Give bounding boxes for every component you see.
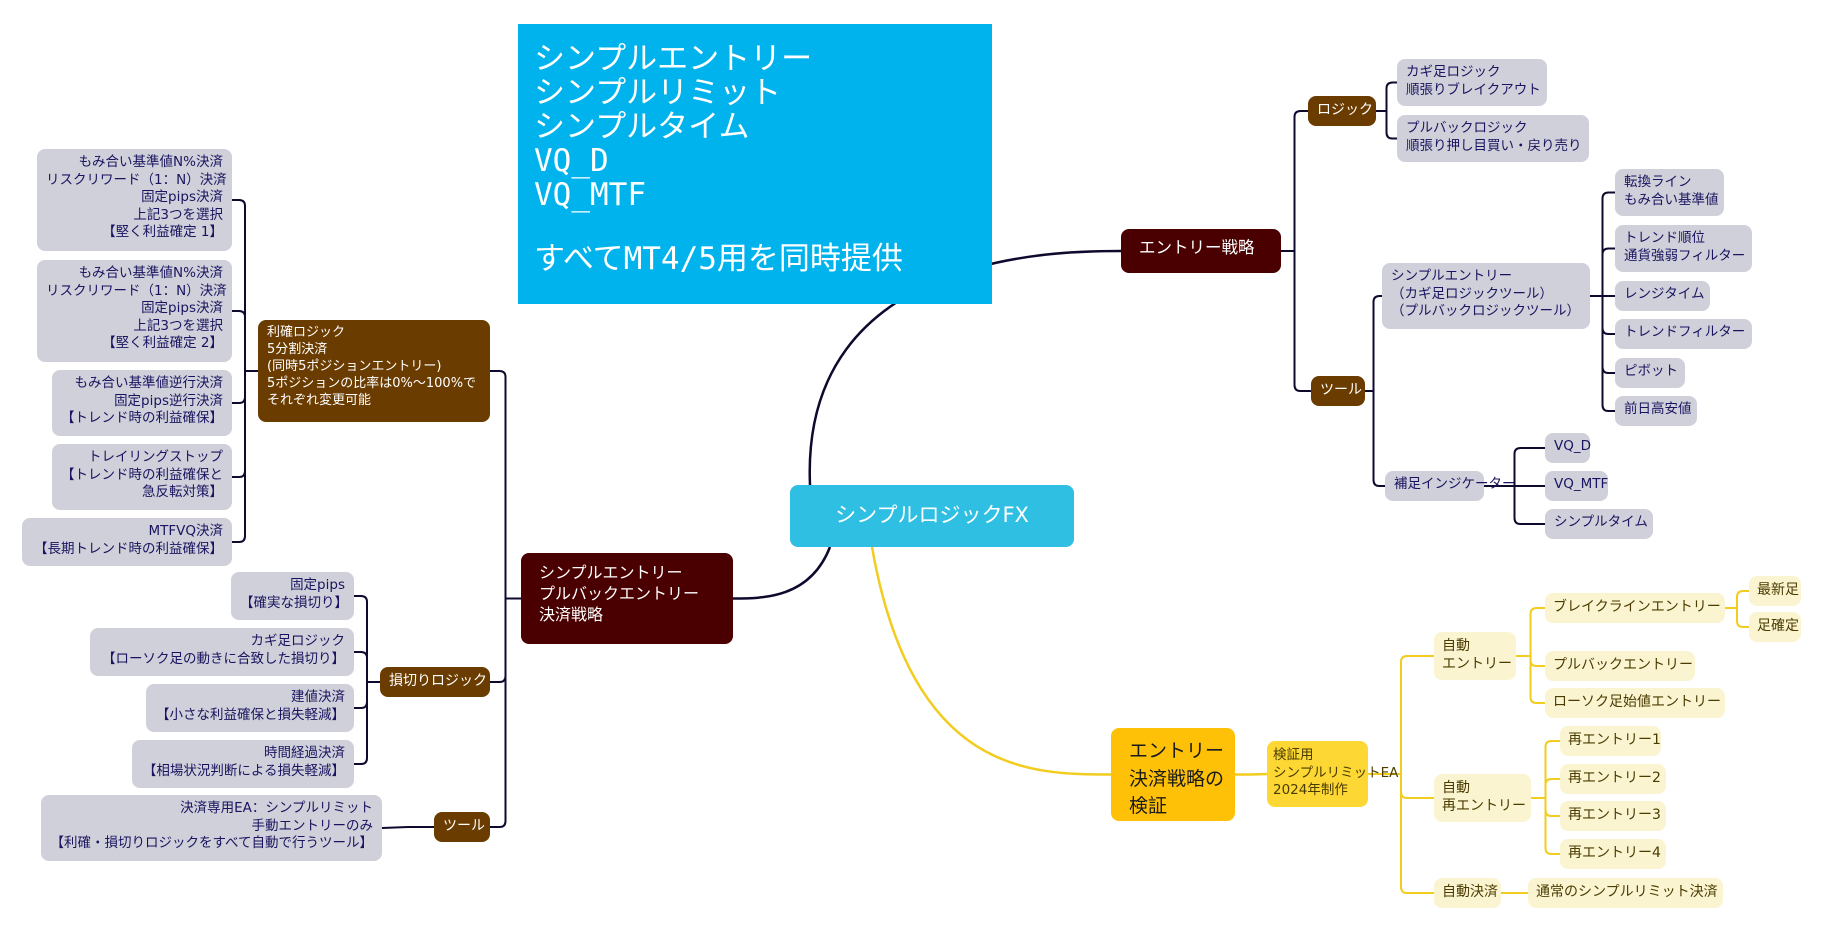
reentry-item[interactable]: 再エントリー2: [1560, 764, 1666, 794]
connector-line: [1372, 295, 1382, 391]
breakline-entry-node[interactable]: ブレイクラインエントリー: [1545, 593, 1725, 623]
banner-line: シンプルリミット: [534, 75, 782, 111]
connector-line: [490, 598, 507, 683]
connector-line: [1601, 191, 1615, 296]
connector-line: [232, 371, 246, 478]
banner-footer: すべてMT4/5用を同時提供: [534, 241, 903, 277]
take-profit-item[interactable]: MTFVQ決済 【長期トレンド時の利益確保】: [22, 518, 232, 566]
logic-item[interactable]: カギ足ロジック 順張りブレイクアウト: [1397, 59, 1547, 106]
connector-line: [1544, 740, 1560, 798]
verification-node[interactable]: エントリー 決済戦略の 検証: [1111, 728, 1235, 821]
connector-line: [354, 595, 368, 682]
indicator-item[interactable]: VQ_D: [1545, 433, 1591, 463]
connector-line: [1544, 778, 1560, 798]
logic-item[interactable]: プルバックロジック 順張り押し目買い・戻り売り: [1397, 115, 1589, 162]
banner-spacer: [534, 212, 976, 242]
entry-tools-node[interactable]: ツール: [1311, 376, 1365, 406]
indicator-item[interactable]: シンプルタイム: [1545, 509, 1653, 539]
auto-reentry-node[interactable]: 自動 再エントリー: [1434, 774, 1531, 822]
stop-loss-item[interactable]: カギ足ロジック 【ローソク足の動きに合致した損切り】: [90, 628, 354, 676]
reentry-item[interactable]: 再エントリー3: [1560, 801, 1666, 831]
connector-line: [232, 371, 246, 404]
connector-line: [1601, 247, 1615, 296]
exit-tool-item[interactable]: 決済専用EA：シンプルリミット 手動エントリーのみ 【利確・損切りロジックをすべ…: [41, 795, 382, 861]
auto-entry-item[interactable]: ローソク足始値エントリー: [1545, 688, 1725, 718]
banner-line: VQ_MTF: [534, 177, 646, 213]
simple-entry-item[interactable]: トレンド順位 通貨強弱フィルター: [1615, 225, 1752, 272]
connector-line: [1529, 656, 1545, 667]
exit-strategy-node[interactable]: シンプルエントリー プルバックエントリー 決済戦略: [521, 553, 733, 644]
product-banner: シンプルエントリー シンプルリミット シンプルタイム VQ_D VQ_MTF す…: [518, 24, 992, 304]
connector-line: [1385, 81, 1397, 111]
stop-loss-item[interactable]: 建値決済 【小さな利益確保と損失軽減】: [146, 684, 354, 732]
logic-node[interactable]: ロジック: [1308, 96, 1376, 126]
connector-line: [1529, 656, 1545, 704]
auto-exit-item[interactable]: 通常のシンプルリミット決済: [1528, 878, 1723, 908]
auto-entry-item[interactable]: プルバックエントリー: [1545, 651, 1695, 681]
connector-line: [1372, 391, 1385, 487]
stop-loss-item[interactable]: 固定pips 【確実な損切り】: [231, 572, 354, 620]
reentry-item[interactable]: 再エントリー4: [1560, 839, 1666, 869]
connector-line: [232, 199, 246, 371]
connector-line: [1400, 655, 1434, 774]
stop-loss-item[interactable]: 時間経過決済 【相場状況判断による損失軽減】: [132, 740, 354, 788]
connector-line: [1529, 607, 1545, 656]
simple-entry-item[interactable]: 前日高安値: [1615, 396, 1697, 426]
connector-line: [1250, 772, 1268, 776]
connector-line: [1293, 251, 1311, 392]
banner-line: シンプルタイム: [534, 109, 750, 145]
connector-line: [1400, 774, 1434, 799]
exit-tools-node[interactable]: ツール: [434, 812, 490, 842]
connector-line: [1513, 447, 1545, 486]
root-to-verification-line: [870, 546, 1112, 776]
root-to-exit-line: [732, 546, 832, 600]
connector-line: [1513, 486, 1545, 525]
connector-line: [1601, 296, 1615, 335]
connector-line: [1601, 296, 1615, 412]
connector-line: [1544, 798, 1560, 855]
connector-line: [1544, 798, 1560, 817]
breakline-option[interactable]: 足確定: [1749, 612, 1801, 642]
connector-line: [232, 310, 246, 371]
connector-line: [1400, 774, 1434, 894]
connector-line: [381, 826, 409, 829]
connector-line: [1293, 110, 1308, 251]
connector-line: [354, 682, 368, 765]
reentry-item[interactable]: 再エントリー1: [1560, 726, 1661, 756]
root-node[interactable]: シンプルロジックFX: [790, 485, 1074, 547]
take-profit-node[interactable]: 利確ロジック 5分割決済 (同時5ポジションエントリー) 5ポジションの比率は0…: [258, 320, 490, 422]
auto-entry-node[interactable]: 自動 エントリー: [1434, 632, 1516, 680]
simple-entry-item[interactable]: レンジタイム: [1615, 281, 1710, 311]
connector-line: [232, 371, 246, 543]
connector-line: [354, 682, 368, 709]
simple-entry-item[interactable]: 転換ライン もみ合い基準値: [1615, 169, 1724, 216]
take-profit-item[interactable]: トレイリングストップ 【トレンド時の利益確保と 急反転対策】: [52, 444, 232, 510]
connector-line: [490, 598, 507, 828]
breakline-option[interactable]: 最新足: [1749, 576, 1801, 606]
connector-line: [1385, 111, 1397, 140]
connector-line: [354, 651, 368, 682]
connector-line: [1736, 590, 1749, 608]
take-profit-item[interactable]: もみ合い基準値N%決済 リスクリワード（1：N）決済 固定pips決済 上記3つ…: [37, 260, 232, 362]
simple-entry-node[interactable]: シンプルエントリー （カギ足ロジックツール） （プルバックロジックツール）: [1382, 263, 1590, 329]
take-profit-item[interactable]: もみ合い基準値N%決済 リスクリワード（1：N）決済 固定pips決済 上記3つ…: [37, 149, 232, 251]
connector-line: [490, 370, 507, 599]
banner-line: VQ_D: [534, 143, 609, 179]
simple-entry-item[interactable]: ピボット: [1615, 358, 1685, 388]
verification-ea-node[interactable]: 検証用 シンプルリミットEA 2024年制作: [1267, 741, 1398, 807]
indicator-node[interactable]: 補足インジケーター: [1385, 471, 1516, 501]
entry-strategy-node[interactable]: エントリー戦略: [1121, 229, 1281, 273]
indicator-item[interactable]: VQ_MTF: [1545, 471, 1608, 501]
auto-exit-node[interactable]: 自動決済: [1434, 878, 1501, 908]
take-profit-item[interactable]: もみ合い基準値逆行決済 固定pips逆行決済 【トレンド時の利益確保】: [52, 370, 232, 436]
simple-entry-item[interactable]: トレンドフィルター: [1615, 319, 1752, 349]
stop-loss-node[interactable]: 損切りロジック: [380, 667, 490, 697]
banner-line: シンプルエントリー: [534, 41, 813, 77]
connector-line: [1736, 608, 1749, 628]
